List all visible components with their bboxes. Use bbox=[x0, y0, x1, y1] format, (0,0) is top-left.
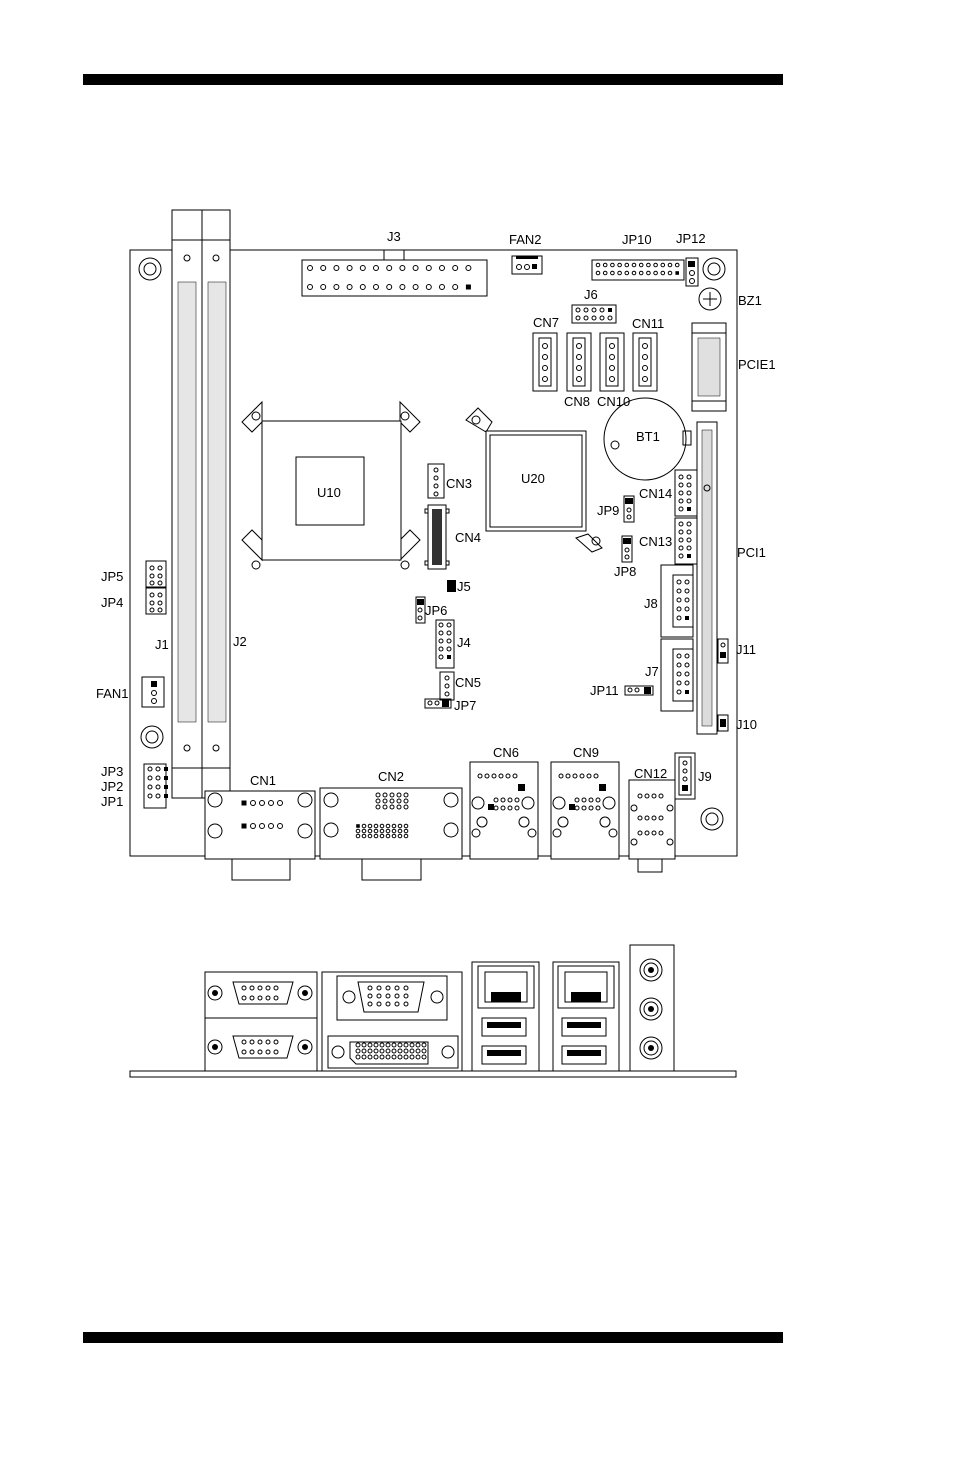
io-com-ports bbox=[204, 971, 318, 1072]
header-j4 bbox=[435, 619, 455, 669]
jumper-jp5 bbox=[145, 560, 167, 588]
label-cn5: CN5 bbox=[455, 675, 481, 690]
label-cn4: CN4 bbox=[455, 530, 481, 545]
io-audio-jacks bbox=[629, 944, 675, 1072]
label-cn7: CN7 bbox=[533, 315, 559, 330]
header-j8 bbox=[660, 564, 694, 638]
header-j3 bbox=[301, 249, 488, 297]
component-labels: J3 FAN2 JP10 JP12 BZ1 J6 CN7 CN11 CN8 CN… bbox=[96, 229, 776, 809]
label-j2: J2 bbox=[233, 634, 247, 649]
label-jp12: JP12 bbox=[676, 231, 706, 246]
header-j6 bbox=[571, 304, 617, 324]
fan1-connector bbox=[141, 676, 165, 708]
jumpers-jp1-jp3 bbox=[143, 763, 168, 809]
io-lan-usb-2 bbox=[552, 961, 620, 1072]
label-j3: J3 bbox=[387, 229, 401, 244]
vga-dvi-cn2 bbox=[319, 787, 463, 881]
buzzer-bz1 bbox=[698, 287, 722, 311]
label-j7: J7 bbox=[645, 664, 659, 679]
header-j7 bbox=[660, 638, 694, 712]
jumper-j11 bbox=[717, 638, 729, 664]
jumper-jp7 bbox=[424, 698, 452, 709]
label-j5: J5 bbox=[457, 579, 471, 594]
header-cn14 bbox=[674, 469, 698, 517]
header-cn13 bbox=[674, 517, 698, 565]
label-cn13: CN13 bbox=[639, 534, 672, 549]
battery-bt1 bbox=[603, 397, 692, 481]
bottom-rule bbox=[83, 1332, 783, 1343]
label-cn9: CN9 bbox=[573, 745, 599, 760]
jumper-jp12 bbox=[685, 257, 699, 287]
dimm-slot-j2 bbox=[201, 209, 231, 799]
label-jp6: JP6 bbox=[425, 603, 447, 618]
chip-u20 bbox=[465, 407, 603, 553]
label-j8: J8 bbox=[644, 596, 658, 611]
label-jp10: JP10 bbox=[622, 232, 652, 247]
label-u20: U20 bbox=[521, 471, 545, 486]
label-u10: U10 bbox=[317, 485, 341, 500]
io-lan-usb-1 bbox=[471, 961, 540, 1072]
label-jp4: JP4 bbox=[101, 595, 123, 610]
label-cn11: CN11 bbox=[632, 316, 664, 331]
label-cn6: CN6 bbox=[493, 745, 519, 760]
lan-usb-cn9 bbox=[550, 761, 620, 860]
label-bt1: BT1 bbox=[636, 429, 660, 444]
label-jp2: JP2 bbox=[101, 779, 123, 794]
label-j10: J10 bbox=[736, 717, 757, 732]
cpu-u10 bbox=[241, 400, 421, 570]
com-port-cn1 bbox=[204, 790, 316, 881]
label-jp7: JP7 bbox=[454, 698, 476, 713]
pcie1-slot bbox=[691, 322, 727, 412]
label-cn2: CN2 bbox=[378, 769, 404, 784]
lan-usb-cn6 bbox=[469, 761, 539, 860]
label-jp11: JP11 bbox=[590, 683, 619, 698]
label-cn8: CN8 bbox=[564, 394, 590, 409]
jumper-jp6 bbox=[415, 596, 426, 624]
top-rule bbox=[83, 74, 783, 85]
label-jp5: JP5 bbox=[101, 569, 123, 584]
io-vga-dvi bbox=[321, 971, 463, 1072]
connector-cn4 bbox=[424, 504, 450, 570]
mounting-holes bbox=[138, 257, 726, 831]
label-bz1: BZ1 bbox=[738, 293, 762, 308]
label-cn1: CN1 bbox=[250, 773, 276, 788]
jumper-jp4 bbox=[145, 587, 167, 615]
sata-connectors bbox=[532, 332, 658, 392]
label-jp9: JP9 bbox=[597, 503, 619, 518]
jumper-jp11 bbox=[624, 685, 654, 696]
connector-cn5 bbox=[439, 671, 455, 701]
label-fan1: FAN1 bbox=[96, 686, 129, 701]
io-panel-view bbox=[129, 944, 737, 1078]
label-pci1: PCI1 bbox=[737, 545, 766, 560]
jumper-j5 bbox=[447, 580, 456, 592]
label-j6: J6 bbox=[584, 287, 598, 302]
label-pcie1: PCIE1 bbox=[738, 357, 776, 372]
label-cn12: CN12 bbox=[634, 766, 667, 781]
label-cn10: CN10 bbox=[597, 394, 630, 409]
pci1-slot bbox=[696, 421, 718, 735]
label-j9: J9 bbox=[698, 769, 712, 784]
connector-cn3 bbox=[427, 463, 445, 499]
label-jp8: JP8 bbox=[614, 564, 636, 579]
label-j4: J4 bbox=[457, 635, 471, 650]
label-cn3: CN3 bbox=[446, 476, 472, 491]
label-j11: J11 bbox=[736, 642, 756, 657]
label-cn14: CN14 bbox=[639, 486, 672, 501]
jumper-jp9 bbox=[623, 495, 635, 523]
label-jp3: JP3 bbox=[101, 764, 123, 779]
label-jp1: JP1 bbox=[101, 794, 123, 809]
connector-j9 bbox=[674, 752, 696, 800]
label-fan2: FAN2 bbox=[509, 232, 542, 247]
jumper-jp8 bbox=[621, 535, 633, 563]
fan2-connector bbox=[511, 255, 543, 275]
dimm-slot-j1 bbox=[171, 209, 203, 799]
header-jp10 bbox=[591, 259, 685, 281]
jumper-j10 bbox=[717, 714, 729, 732]
audio-cn12 bbox=[628, 779, 676, 873]
label-j1: J1 bbox=[155, 637, 169, 652]
